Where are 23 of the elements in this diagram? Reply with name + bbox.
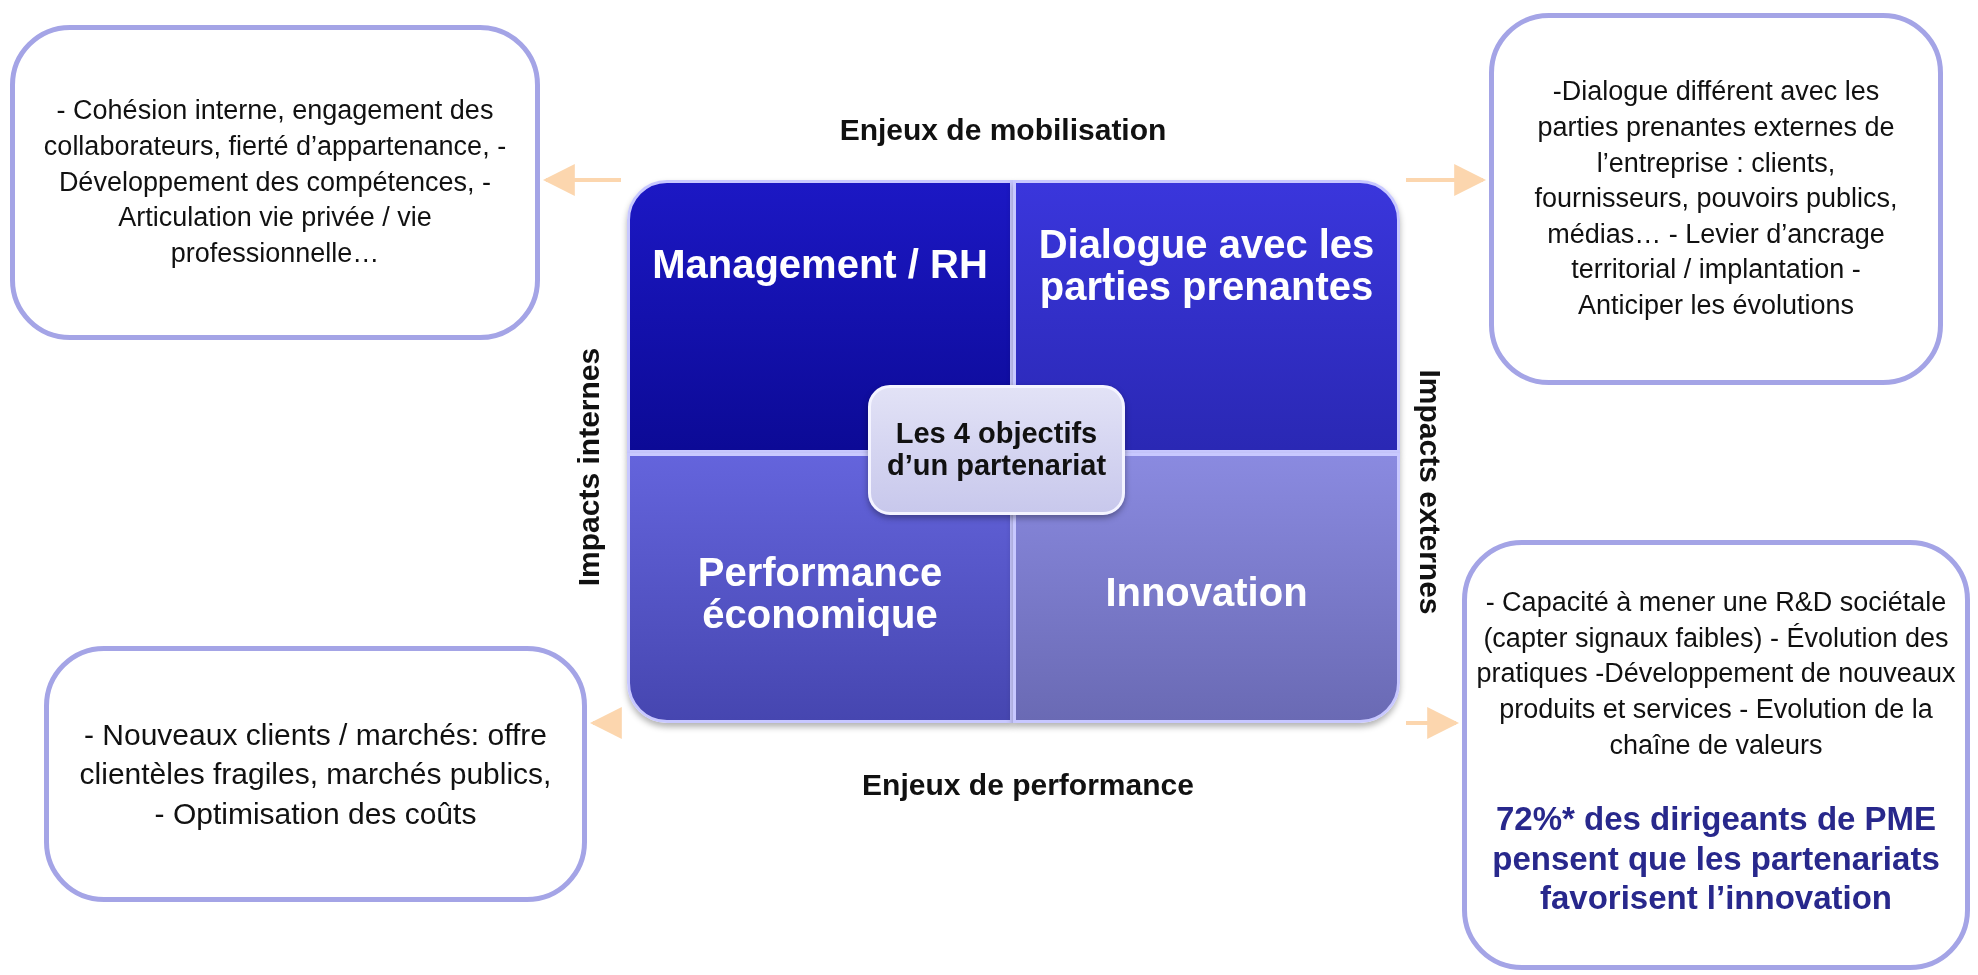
center-title: Les 4 objectifs d’un partenariat <box>885 418 1108 482</box>
bullet-text: - Nouveaux clients / marchés: offre clientèles fragiles, marchés publics, - Optimisation des coûts <box>78 716 553 832</box>
arrow <box>542 164 621 196</box>
text-box <box>1489 13 1943 385</box>
axis-label: Impacts externes <box>1413 369 1447 615</box>
statistic-text: 72%* des dirigeants de PME pensent que les partenariats favorisent l’innovation <box>1491 799 1941 918</box>
axis-label: Impacts internes <box>572 347 606 587</box>
text-box <box>1462 540 1970 970</box>
center-box <box>868 385 1125 515</box>
axis-label: Enjeux de performance <box>862 768 1194 802</box>
text-box <box>10 25 540 340</box>
quadrant-title: Performance économique <box>696 551 944 635</box>
arrow <box>1406 707 1460 739</box>
arrow <box>1406 164 1487 196</box>
bullet-text: -Dialogue différent avec les parties prenantes externes de l’entreprise : clients, fournisseurs, pouvoirs publics, médias… - Levier d’ancrage territorial / implantation - Anticiper les évolutions <box>1533 75 1899 323</box>
bullet-text: - Cohésion interne, engagement des collaborateurs, fierté d’appartenance, - Développement des compétences, - Articulation vie privée / vie professionnelle… <box>42 94 508 270</box>
bullet-text: - Capacité à mener une R&D sociétale (capter signaux faibles) - Évolution des pratiques -Développement de nouveaux produits et services - Evolution de la chaîne de valeurs <box>1475 586 1957 762</box>
text-box <box>44 646 587 902</box>
quadrant-title: Dialogue avec les parties prenantes <box>1037 223 1376 307</box>
quadrant-title: Management / RH <box>651 243 989 285</box>
arrow <box>589 707 622 739</box>
quadrant-title: Innovation <box>1104 571 1309 613</box>
axis-label: Enjeux de mobilisation <box>839 113 1167 147</box>
